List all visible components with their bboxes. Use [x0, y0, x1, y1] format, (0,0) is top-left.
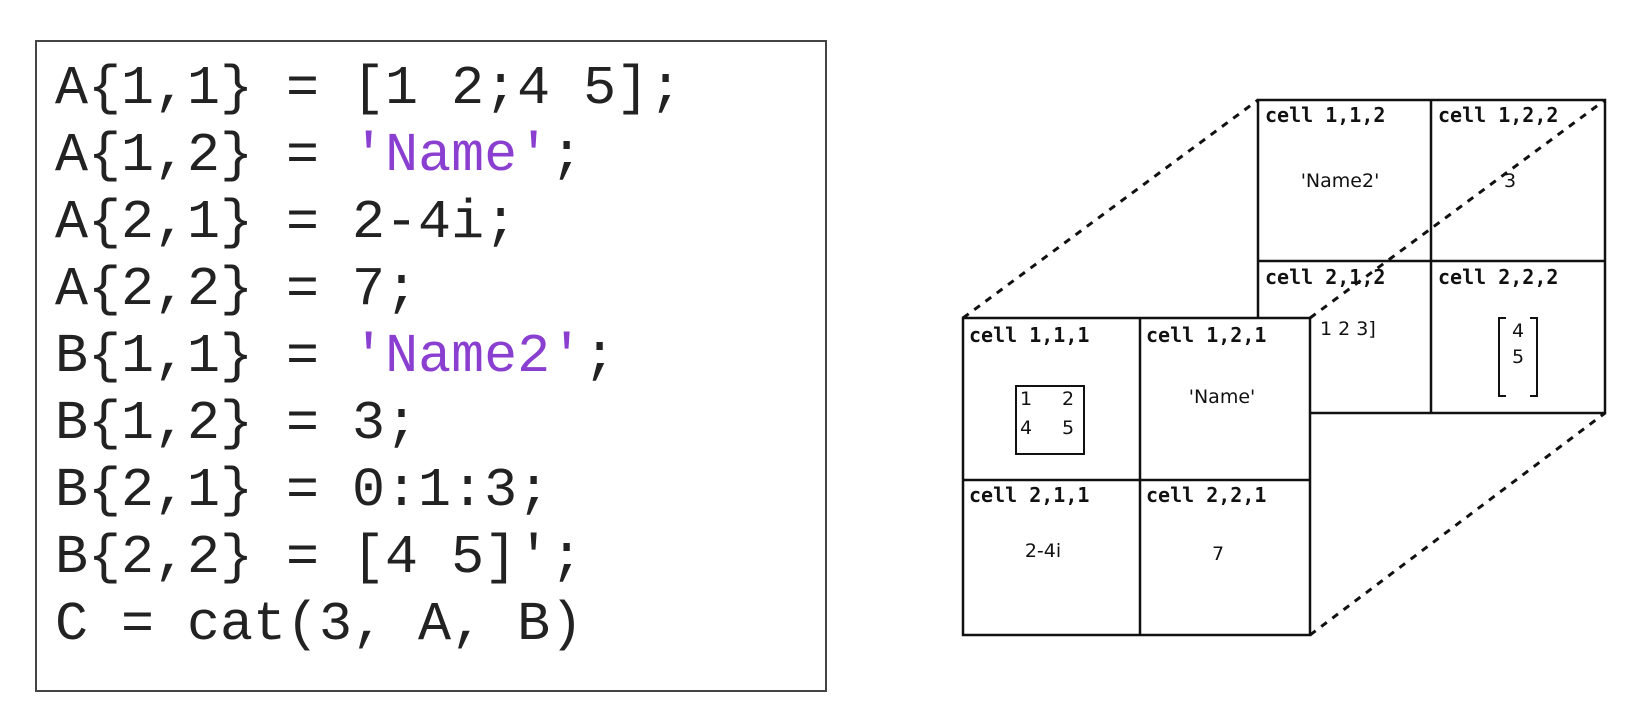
cell-value: 'Name2' — [1301, 170, 1380, 192]
cell-label: cell 1,1,1 — [969, 323, 1089, 347]
bracket-right — [1530, 317, 1538, 397]
front-page-frame — [961, 316, 1312, 637]
back-page: cell 1,1,2 'Name2' cell 1,2,2 3 cell 2,1… — [1256, 98, 1607, 415]
code-panel: A{1,1} = [1 2;4 5]; A{1,2} = 'Name'; A{2… — [35, 40, 827, 692]
code-line-9: C = cat(3, A, B) — [55, 593, 584, 656]
bracket-left — [1498, 317, 1506, 397]
code-line-1: A{1,1} = [1 2;4 5]; — [55, 57, 683, 120]
cell-label: cell 2,2,1 — [1146, 483, 1266, 507]
matrix-entry: 5 — [1062, 417, 1074, 439]
cell-label: cell 1,2,1 — [1146, 323, 1266, 347]
code-line-3: A{2,1} = 2-4i; — [55, 191, 518, 254]
code-line-2: A{1,2} = 'Name'; — [55, 124, 584, 187]
code-line-6: B{1,2} = 3; — [55, 392, 419, 455]
string-literal: 'Name' — [352, 124, 551, 187]
matrix-entry: 1 — [1020, 388, 1032, 410]
matrix-entry: 2 — [1062, 388, 1074, 410]
matrix-value: 1 2 4 5 — [1015, 385, 1085, 455]
perspective-edges — [962, 98, 1606, 637]
matrix-frame — [1015, 385, 1085, 455]
edge-top-left — [962, 98, 1259, 320]
vector-entry: 5 — [1512, 346, 1524, 368]
code-line-7: B{2,1} = 0:1:3; — [55, 459, 551, 522]
cell-label: cell 2,2,2 — [1438, 265, 1558, 289]
cell-value: 'Name' — [1189, 386, 1256, 408]
code-line-4: A{2,2} = 7; — [55, 258, 419, 321]
edge-top-right — [1309, 98, 1606, 320]
cell-value: 2-4i — [1025, 540, 1061, 562]
front-page: cell 1,1,1 1 2 4 5 cell 1,2,1 'Name' cel… — [961, 316, 1312, 637]
cell-label: cell 1,1,2 — [1265, 103, 1385, 127]
cell-value: 3 — [1504, 170, 1516, 192]
cell-value: 7 — [1212, 543, 1224, 565]
cell-label: cell 2,1,1 — [969, 483, 1089, 507]
vector-entry: 4 — [1512, 320, 1524, 342]
cell-label: cell 1,2,2 — [1438, 103, 1558, 127]
cell-label: cell 2,1,2 — [1265, 265, 1385, 289]
matrix-entry: 4 — [1020, 417, 1032, 439]
cell-value-partial: 1 2 3] — [1320, 318, 1376, 340]
column-vector: 4 5 — [1498, 317, 1538, 397]
code-line-5: B{1,1} = 'Name2'; — [55, 325, 617, 388]
string-literal: 'Name2' — [352, 325, 584, 388]
code-line-8: B{2,2} = [4 5]'; — [55, 526, 584, 589]
edge-bottom-right — [1309, 411, 1606, 637]
